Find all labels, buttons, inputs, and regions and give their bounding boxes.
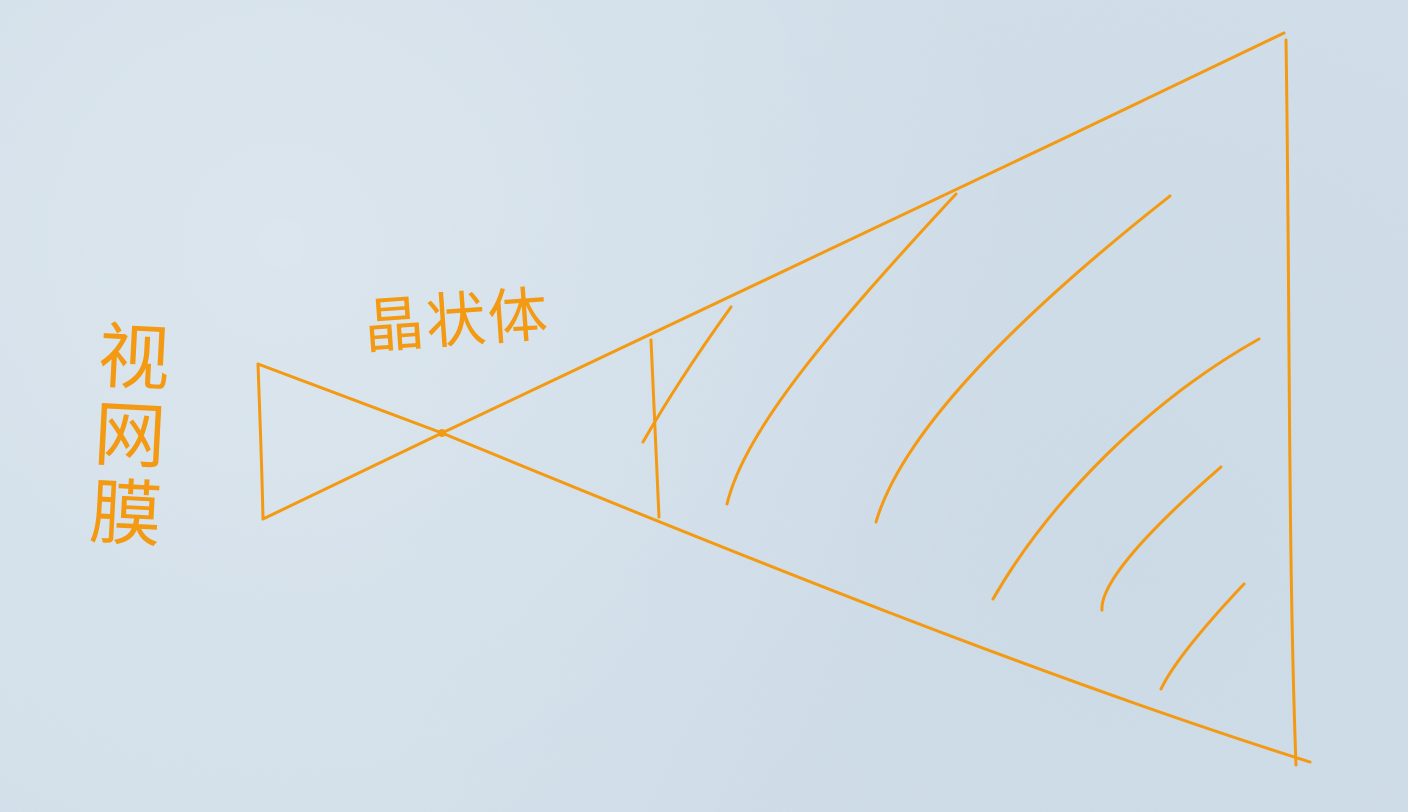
hatch-stroke [874, 194, 1172, 524]
lower-ray [440, 431, 1312, 764]
retina-label: 视网膜 [87, 314, 175, 558]
lens-label: 晶状体 [361, 280, 553, 363]
hatch-stroke [725, 192, 958, 506]
lens-point [438, 429, 446, 437]
object-near-edge [649, 338, 661, 519]
hatch-stroke [1159, 582, 1246, 691]
hatch-stroke [991, 337, 1261, 601]
upper-ray [440, 31, 1286, 435]
hatch-stroke [641, 305, 733, 444]
retina-image-triangle [256, 362, 444, 521]
object-far-edge [1284, 38, 1298, 767]
hatch-stroke [1100, 465, 1223, 612]
